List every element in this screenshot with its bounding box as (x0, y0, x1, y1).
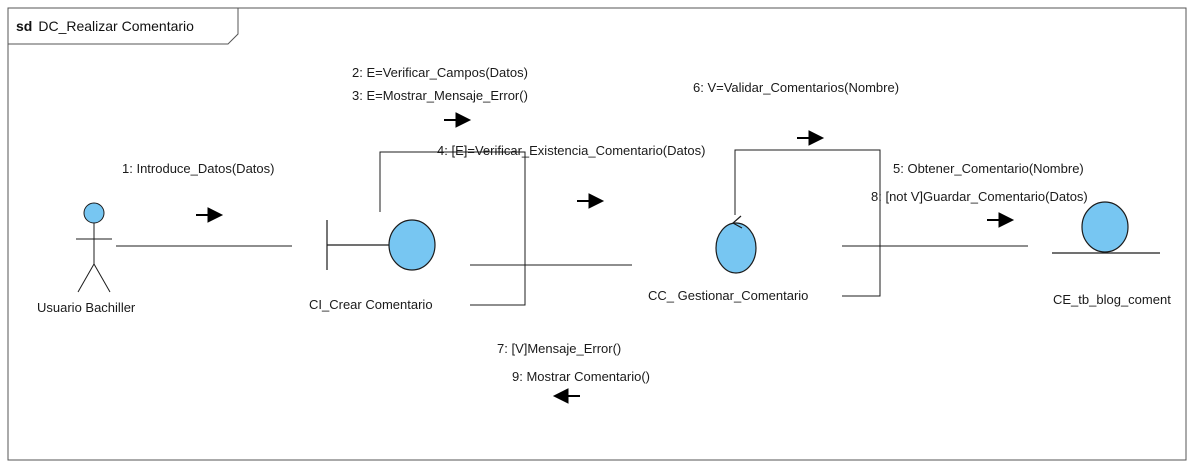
actor-right-leg (93, 263, 111, 293)
arrow-right-icon (444, 112, 472, 128)
message-9: 9: Mostrar Comentario() (512, 369, 650, 384)
arrow-right-icon (196, 207, 224, 223)
actor-head (83, 202, 105, 224)
entity-label: CE_tb_blog_coment (1053, 292, 1171, 307)
frame-title: sd DC_Realizar Comentario (16, 18, 194, 34)
message-1: 1: Introduce_Datos(Datos) (122, 161, 274, 176)
arrow-right-icon (797, 130, 825, 146)
link-boundary-control-loop (379, 151, 526, 306)
diagram-frame (7, 7, 1187, 461)
message-7: 7: [V]Mensaje_Error() (497, 341, 621, 356)
control-label: CC_ Gestionar_Comentario (648, 288, 808, 303)
links (116, 149, 1028, 306)
message-labels: 1: Introduce_Datos(Datos) 2: E=Verificar… (122, 65, 1088, 384)
boundary-label: CI_Crear Comentario (309, 297, 433, 312)
boundary-ci-crear-comentario[interactable]: CI_Crear Comentario (309, 219, 436, 312)
direction-arrows (196, 112, 1015, 404)
message-3: 3: E=Mostrar_Mensaje_Error() (352, 88, 528, 103)
message-5: 5: Obtener_Comentario(Nombre) (893, 161, 1084, 176)
link-control-self-loop (734, 149, 881, 297)
arrow-left-icon (552, 388, 580, 404)
control-cc-gestionar-comentario[interactable]: CC_ Gestionar_Comentario (648, 215, 808, 303)
frame-keyword: sd (16, 18, 32, 34)
message-8: 8: [not V]Guardar_Comentario(Datos) (871, 189, 1088, 204)
message-6: 6: V=Validar_Comentarios(Nombre) (693, 80, 899, 95)
entity-ce-tb-blog-coment[interactable]: CE_tb_blog_coment (1052, 201, 1171, 307)
message-4: 4: [E]=Verificar_Existencia_Comentario(D… (437, 143, 705, 158)
arrow-right-icon (577, 193, 605, 209)
boundary-circle (388, 219, 436, 271)
arrow-right-icon (987, 212, 1015, 228)
frame-name: DC_Realizar Comentario (38, 18, 194, 34)
frame-title-tab (7, 7, 239, 45)
control-arrowhead (731, 215, 743, 229)
actor-label: Usuario Bachiller (37, 300, 136, 315)
actor-left-leg (77, 263, 95, 293)
actor-usuario-bachiller[interactable]: Usuario Bachiller (37, 202, 136, 315)
control-circle (715, 222, 757, 274)
entity-circle (1081, 201, 1129, 253)
message-2: 2: E=Verificar_Campos(Datos) (352, 65, 528, 80)
